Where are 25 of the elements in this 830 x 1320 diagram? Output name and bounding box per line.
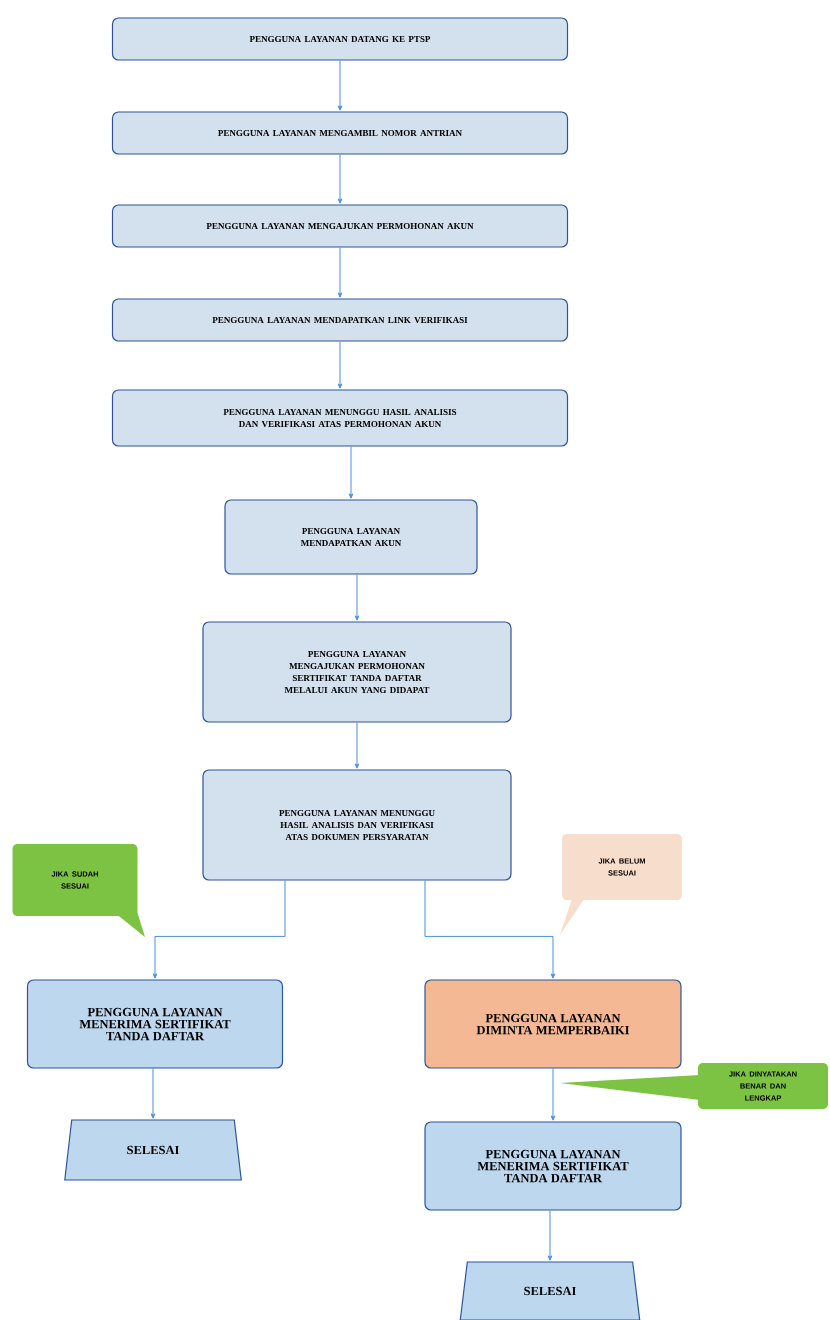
arrow [550,1068,556,1121]
arrow [337,60,343,111]
process-box: PENGGUNA LAYANAN MENERIMA SERTIFIKAT TANDA DAFTAR [26,979,284,1069]
terminator-trapezoid: SELESAI [64,1119,242,1181]
process-box: PENGGUNA LAYANAN MENGAJUKAN PERMOHONAN AKUN [111,204,569,248]
process-box: PENGGUNA LAYANAN MENDAPATKAN LINK VERIFIKASI [111,298,569,342]
process-box: PENGGUNA LAYANAN MENDAPATKAN AKUN [224,499,478,575]
process-box: PENGGUNA LAYANAN MENUNGGU HASIL ANALISIS DAN VERIFIKASI ATAS DOKUMEN PERSYARATAN [202,769,512,881]
process-box: PENGGUNA LAYANAN MENERIMA SERTIFIKAT TANDA DAFTAR [424,1121,682,1211]
arrow [354,574,360,621]
arrow [337,247,343,298]
arrow [152,880,286,979]
process-box: PENGGUNA LAYANAN MENGAMBIL NOMOR ANTRIAN [111,111,569,155]
arrow [348,446,354,499]
arrow [547,1210,553,1261]
process-box: PENGGUNA LAYANAN DIMINTA MEMPERBAIKI [424,979,682,1069]
arrow [354,722,360,769]
arrow [337,341,343,389]
process-box: PENGGUNA LAYANAN MENGAJUKAN PERMOHONAN SERTIFIKAT TANDA DAFTAR MELALUI AKUN YANG DIDAPAT [202,621,512,723]
process-box: PENGGUNA LAYANAN MENUNGGU HASIL ANALISIS DAN VERIFIKASI ATAS PERMOHONAN AKUN [111,389,569,447]
process-box: PENGGUNA LAYANAN DATANG KE PTSP [111,17,569,61]
arrow [150,1068,156,1119]
arrow [337,154,343,204]
terminator-trapezoid: SELESAI [459,1261,641,1320]
arrow [424,880,556,979]
